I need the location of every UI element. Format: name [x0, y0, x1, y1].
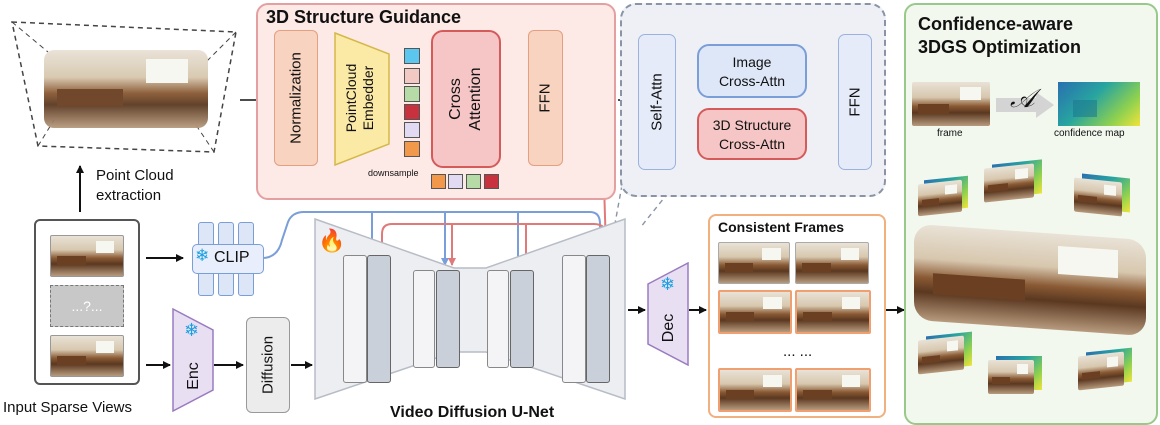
down-token-red: [484, 174, 499, 189]
block-ffn: FFN: [838, 34, 872, 170]
consistent-frames-title: Consistent Frames: [718, 219, 845, 235]
unet-block-2b: [436, 270, 460, 368]
diffusion-module: Diffusion: [246, 317, 290, 413]
operator-symbol: 𝒜: [1010, 84, 1035, 114]
gs-view-1: [918, 179, 962, 217]
image-cross-attn-block: Image Cross-Attn: [697, 44, 807, 98]
unet-shape: [314, 218, 626, 400]
encoder-module: ❄ Enc: [172, 307, 214, 413]
confidence-map-thumbnail: [1058, 82, 1140, 126]
frame-thumbnail: [912, 82, 990, 126]
enc-label: Enc: [185, 362, 202, 390]
down-token-green: [466, 174, 481, 189]
arrow-gray-icon: [996, 92, 1054, 118]
unet-block-1a: [343, 255, 367, 383]
gs-view-6: [1078, 351, 1124, 391]
down-token-lavender: [448, 174, 463, 189]
token-green: [404, 86, 420, 102]
frame-label: frame: [937, 128, 963, 139]
token-lavender: [404, 122, 420, 138]
consistent-frame-4: [795, 290, 871, 334]
fire-icon: 🔥: [318, 228, 346, 253]
clip-label: CLIP: [214, 249, 250, 266]
unet-label: Video Diffusion U-Net: [390, 404, 555, 421]
cross-attention-line1: Cross: [447, 78, 464, 120]
point-cloud-extraction-label: Point Cloud extraction: [96, 166, 174, 206]
dec-label: Dec: [660, 313, 677, 343]
cross-attention-line2: Attention: [467, 67, 484, 131]
image-cross-attn-line2: Cross-Attn: [718, 73, 786, 89]
unet-block-3a: [487, 270, 509, 368]
structure-guidance-title: 3D Structure Guidance: [266, 7, 462, 27]
snowflake-icon: ❄: [195, 246, 210, 265]
optimization-title-line2: 3DGS Optimization: [918, 37, 1082, 57]
reconstructed-scene: [914, 223, 1146, 337]
cross-attention-label: Cross Attention: [446, 67, 486, 130]
gs-view-3: [1074, 177, 1122, 217]
input-view-1: [50, 235, 124, 277]
pointcloud-embedder-line1: PointCloud: [343, 63, 359, 133]
consistent-frame-2: [795, 242, 869, 284]
normalization-label: Normalization: [287, 52, 305, 144]
structure-cross-attn-block: 3D Structure Cross-Attn: [697, 108, 807, 160]
consistent-frame-6: [795, 368, 871, 412]
gs-view-4: [918, 335, 964, 375]
image-cross-attn-line1: Image: [732, 54, 772, 70]
gs-view-5: [988, 360, 1034, 394]
optimization-title: Confidence-aware 3DGS Optimization: [918, 13, 1081, 59]
snowflake-icon: ❄: [184, 320, 200, 340]
down-token-orange: [431, 174, 446, 189]
unet-block-4b: [586, 255, 610, 383]
structure-cross-attn-line1: 3D Structure: [712, 117, 792, 133]
diffusion-label: Diffusion: [259, 335, 277, 395]
cross-attention-block: Cross Attention: [431, 30, 501, 168]
consistent-frame-3: [718, 290, 792, 334]
structure-cross-attn-line2: Cross-Attn: [718, 136, 786, 152]
pointcloud-embedder-line2: Embedder: [360, 65, 376, 131]
point-cloud-extraction-line2: extraction: [96, 187, 162, 204]
downsample-label: downsample: [368, 168, 419, 178]
unet-block-4a: [562, 255, 586, 383]
unet-block-1b: [367, 255, 391, 383]
input-sparse-views-label: Input Sparse Views: [3, 399, 132, 416]
confidence-map-label: confidence map: [1054, 128, 1125, 139]
input-view-2: [50, 335, 124, 377]
clip-module: ❄ CLIP: [192, 222, 264, 296]
token-orange: [404, 141, 420, 157]
unet-block-2a: [413, 270, 435, 368]
point-cloud-image: [44, 50, 208, 128]
consistent-frame-1: [718, 242, 790, 284]
self-attn-block: Self-Attn: [638, 34, 676, 170]
token-red: [404, 104, 420, 120]
optimization-title-line1: Confidence-aware: [918, 14, 1074, 34]
point-cloud-panel: [8, 10, 240, 156]
pointcloud-embedder-shape: [334, 32, 390, 166]
token-pink: [404, 68, 420, 84]
missing-view: ...?...: [50, 285, 124, 327]
point-cloud-extraction-line1: Point Cloud: [96, 167, 174, 184]
decoder-module: ❄ Dec: [647, 261, 689, 367]
normalization-block: Normalization: [274, 30, 318, 166]
pointcloud-embedder-label: PointCloud Embedder: [343, 64, 377, 133]
block-ffn-label: FFN: [846, 87, 864, 117]
unet-block-3b: [510, 270, 534, 368]
self-attn-label: Self-Attn: [648, 73, 666, 131]
gs-view-2: [984, 163, 1034, 203]
consistent-ellipsis: ... ...: [783, 343, 813, 360]
guidance-ffn-label: FFN: [536, 83, 554, 113]
snowflake-icon: ❄: [660, 274, 676, 294]
token-cyan: [404, 48, 420, 64]
input-views-panel: ...?...: [34, 219, 140, 385]
guidance-ffn-block: FFN: [528, 30, 563, 166]
consistent-frame-5: [718, 368, 792, 412]
